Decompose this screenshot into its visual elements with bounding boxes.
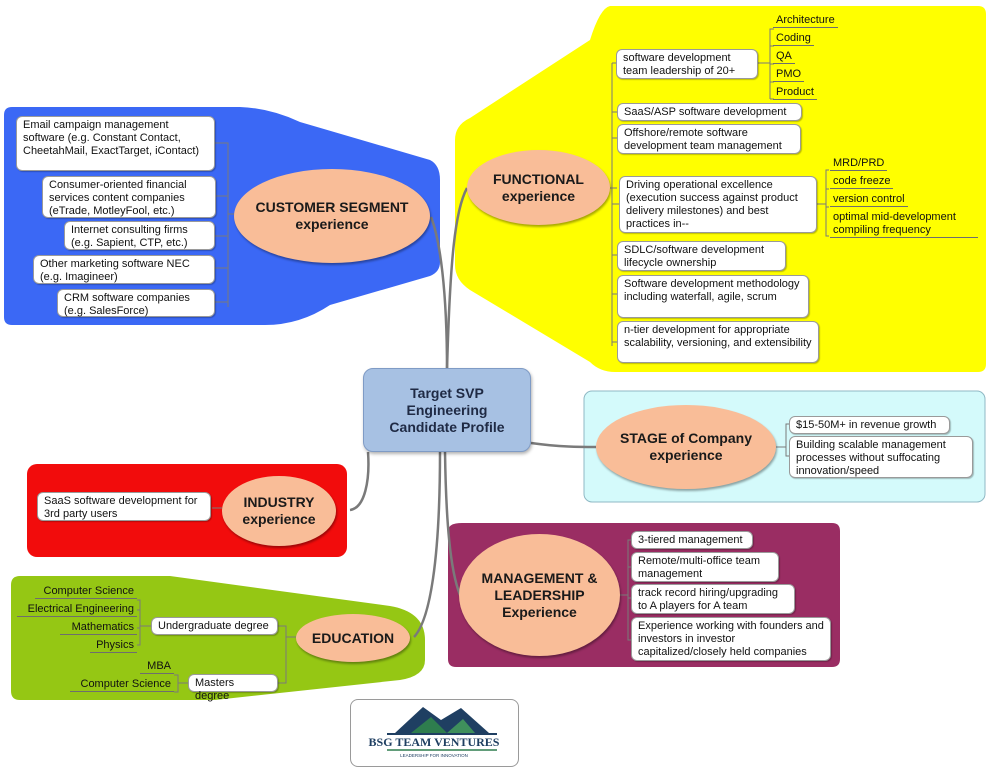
functional-item-methodology[interactable]: Software development methodology includi… — [617, 275, 809, 318]
undergrad-field-physics[interactable]: Physics — [90, 639, 137, 653]
practice-mrd-prd[interactable]: MRD/PRD — [830, 157, 888, 171]
branch-industry — [349, 451, 370, 512]
functional-item-n-tier[interactable]: n-tier development for appropriate scala… — [617, 321, 819, 363]
branch-education — [413, 451, 442, 638]
education-undergraduate[interactable]: Undergraduate degree — [151, 617, 278, 635]
logo-mountain-icon: BSG TEAM VENTURES LEADERSHIP FOR INNOVAT… — [369, 707, 500, 758]
functional-item-offshore[interactable]: Offshore/remote software development tea… — [617, 124, 801, 154]
role-pmo[interactable]: PMO — [773, 68, 805, 82]
industry-title-line-2: experience — [242, 511, 316, 527]
practice-version-control[interactable]: version control — [830, 193, 908, 207]
branch-customer — [429, 216, 449, 371]
management-item-3-tiered[interactable]: 3-tiered management — [631, 531, 753, 549]
management-title-line-3: Experience — [502, 603, 577, 620]
education-masters[interactable]: Masters degree — [188, 674, 278, 702]
branch-stage — [530, 441, 597, 449]
masters-field-computer-science[interactable]: Computer Science — [70, 678, 174, 692]
center-node[interactable]: Target SVP Engineering Candidate Profile — [363, 368, 531, 452]
functional-item-team-leadership[interactable]: software development team leadership of … — [616, 49, 758, 79]
role-qa[interactable]: QA — [773, 50, 795, 64]
functional-item-sdlc[interactable]: SDLC/software development lifecycle owne… — [617, 241, 786, 271]
management-item-founders[interactable]: Experience working with founders and inv… — [631, 617, 831, 661]
practice-code-freeze[interactable]: code freeze — [830, 175, 894, 189]
undergrad-field-computer-science[interactable]: Computer Science — [35, 585, 137, 599]
customer-title-line-2: experience — [295, 216, 369, 232]
functional-item-operational-excellence[interactable]: Driving operational excellence (executio… — [619, 176, 817, 233]
company-logo: BSG TEAM VENTURES LEADERSHIP FOR INNOVAT… — [350, 699, 519, 767]
customer-item-consulting[interactable]: Internet consulting firms (e.g. Sapient,… — [64, 221, 215, 250]
branch-management — [443, 451, 462, 596]
customer-item-crm[interactable]: CRM software companies (e.g. SalesForce) — [57, 289, 215, 317]
education-node[interactable]: EDUCATION — [296, 614, 410, 662]
role-product[interactable]: Product — [773, 86, 817, 100]
functional-item-saas[interactable]: SaaS/ASP software development — [617, 103, 802, 121]
center-line-3: Candidate Profile — [389, 418, 505, 435]
industry-node[interactable]: INDUSTRY experience — [222, 476, 336, 546]
functional-node[interactable]: FUNCTIONAL experience — [467, 150, 610, 225]
practice-compiling-frequency[interactable]: optimal mid-development compiling freque… — [830, 211, 978, 238]
main-branches — [349, 187, 597, 638]
sub-branches — [137, 28, 829, 693]
management-title-line-2: LEADERSHIP — [494, 586, 585, 603]
functional-title-line-1: FUNCTIONAL — [493, 170, 584, 187]
branch-functional — [445, 187, 469, 371]
role-coding[interactable]: Coding — [773, 32, 814, 46]
stage-item-revenue[interactable]: $15-50M+ in revenue growth — [789, 416, 950, 434]
industry-item-saas[interactable]: SaaS software development for 3rd party … — [37, 492, 211, 521]
masters-field-mba[interactable]: MBA — [140, 660, 174, 674]
management-title-line-1: MANAGEMENT & — [481, 569, 598, 586]
stage-title-line-1: STAGE of Company — [620, 430, 752, 446]
logo-name: BSG TEAM VENTURES — [369, 735, 500, 749]
center-line-1: Target SVP — [410, 384, 484, 401]
customer-item-email[interactable]: Email campaign management software (e.g.… — [16, 116, 215, 171]
center-line-2: Engineering — [406, 401, 488, 418]
undergrad-field-mathematics[interactable]: Mathematics — [60, 621, 137, 635]
customer-item-marketing[interactable]: Other marketing software NEC (e.g. Imagi… — [33, 255, 215, 284]
industry-title-line-1: INDUSTRY — [243, 494, 315, 510]
management-item-hiring[interactable]: track record hiring/upgrading to A playe… — [631, 584, 795, 614]
education-panel — [11, 576, 425, 700]
education-title: EDUCATION — [311, 629, 395, 646]
stage-item-scalable-processes[interactable]: Building scalable management processes w… — [789, 436, 973, 478]
stage-title-line-2: experience — [649, 447, 723, 463]
undergrad-field-electrical-engineering[interactable]: Electrical Engineering — [17, 603, 137, 617]
stage-node[interactable]: STAGE of Company experience — [596, 405, 776, 489]
functional-title-line-2: experience — [501, 187, 576, 204]
management-item-remote[interactable]: Remote/multi-office team management — [631, 552, 779, 582]
management-node[interactable]: MANAGEMENT & LEADERSHIP Experience — [459, 534, 620, 656]
customer-segment-node[interactable]: CUSTOMER SEGMENT experience — [234, 169, 430, 263]
customer-title-line-1: CUSTOMER SEGMENT — [255, 199, 409, 215]
logo-tagline: LEADERSHIP FOR INNOVATION — [400, 753, 468, 758]
customer-item-financial[interactable]: Consumer-oriented financial services con… — [42, 176, 216, 218]
role-architecture[interactable]: Architecture — [773, 14, 838, 28]
